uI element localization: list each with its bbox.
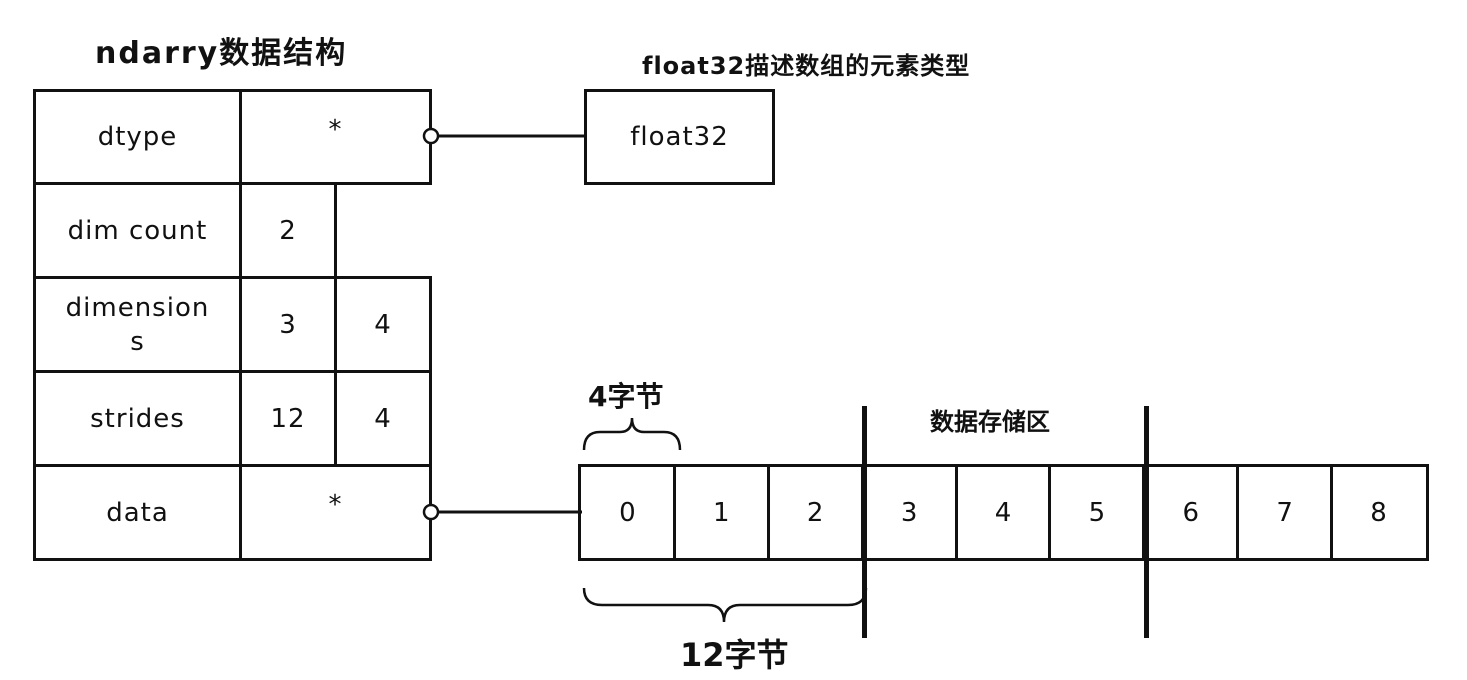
row-divider xyxy=(33,370,432,373)
data-pointer: * xyxy=(328,490,343,520)
data-connector-circle xyxy=(422,503,440,521)
bytes-4-label: 4字节 xyxy=(588,380,664,413)
storage-cell: 7 xyxy=(1276,497,1294,528)
dim-count-value: 2 xyxy=(279,215,297,246)
row-divider xyxy=(33,276,432,279)
storage-cell: 4 xyxy=(994,497,1013,528)
column-divider xyxy=(239,89,242,561)
storage-cell: 6 xyxy=(1182,497,1201,528)
row-label-dtype: dtype xyxy=(97,122,178,152)
bytes-12-label: 12字节 xyxy=(680,636,789,674)
brace-4-bytes xyxy=(582,417,682,451)
storage-cell: 8 xyxy=(1370,497,1388,528)
row-divider xyxy=(33,464,432,467)
value-divider xyxy=(334,182,337,467)
ndarray-table xyxy=(33,89,432,561)
row-label-dimensions-line1: dimension xyxy=(65,292,210,323)
dtype-note: float32描述数组的元素类型 xyxy=(642,52,971,80)
row-boundary-2 xyxy=(1144,406,1149,638)
stride-value-1: 4 xyxy=(374,403,392,434)
storage-cell-divider xyxy=(1048,467,1052,558)
storage-cell-divider xyxy=(1142,467,1146,558)
structure-title: ndarry数据结构 xyxy=(95,36,348,71)
storage-cell-divider xyxy=(672,467,676,558)
storage-cell-divider xyxy=(766,467,770,558)
dimension-value-1: 4 xyxy=(374,309,392,340)
row-label-dimensions: dimension s xyxy=(36,279,239,370)
row-divider xyxy=(33,182,432,185)
storage-array xyxy=(578,464,1429,561)
storage-label: 数据存储区 xyxy=(930,408,1050,436)
row-label-data: data xyxy=(106,497,169,528)
storage-cell: 3 xyxy=(900,497,919,528)
storage-cell-divider xyxy=(1236,467,1240,558)
dtype-connector-circle xyxy=(422,127,440,145)
dimension-value-0: 3 xyxy=(279,309,297,340)
row-label-dimensions-line2: s xyxy=(130,326,145,357)
dim-count-gap xyxy=(337,185,435,276)
storage-cell-divider xyxy=(1330,467,1334,558)
row-label-dim-count: dim count xyxy=(67,215,208,246)
row-boundary-1 xyxy=(862,406,867,638)
dtype-box-label: float32 xyxy=(630,122,729,152)
brace-12-bytes xyxy=(582,587,868,623)
storage-cell: 0 xyxy=(619,497,637,528)
storage-cell: 1 xyxy=(713,497,731,528)
storage-cell: 5 xyxy=(1088,497,1107,528)
row-label-strides: strides xyxy=(90,403,185,434)
stride-value-0: 12 xyxy=(270,403,306,434)
storage-cell-divider xyxy=(954,467,958,558)
storage-cell: 2 xyxy=(806,497,825,528)
dtype-pointer: * xyxy=(328,115,343,145)
